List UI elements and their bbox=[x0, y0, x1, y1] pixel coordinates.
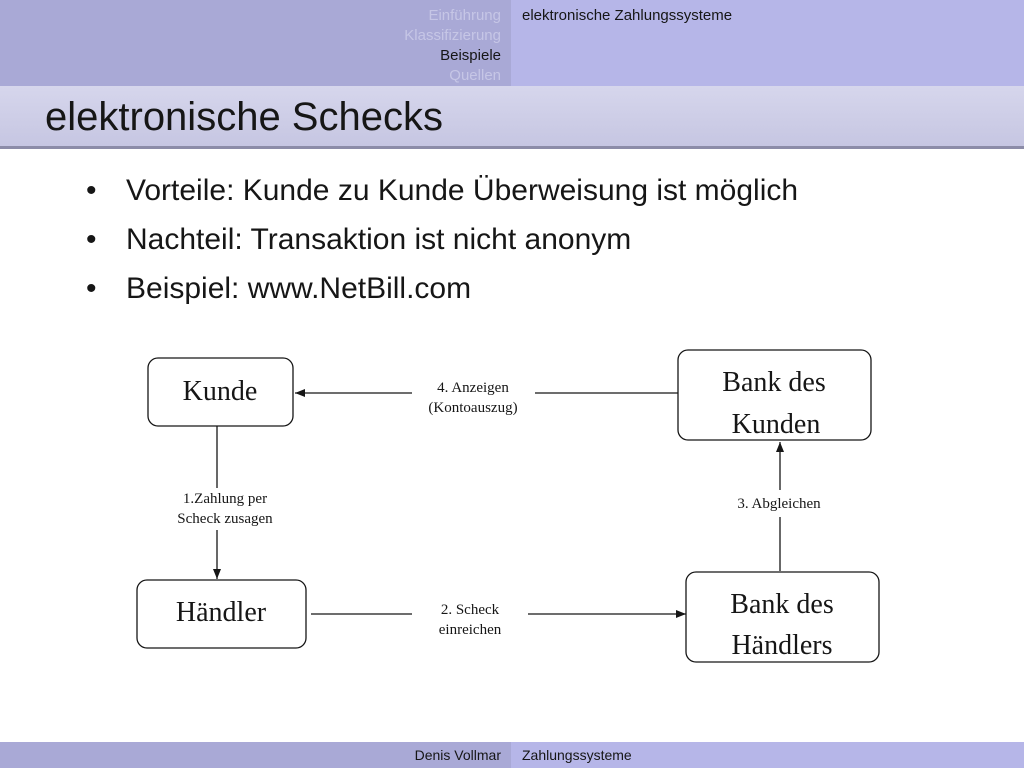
edge-label-anzeigen-line2: (Kontoauszug) bbox=[428, 400, 517, 416]
edge-zahlung: 1.Zahlung per Scheck zusagen bbox=[177, 426, 273, 579]
edge-label-scheck-line2: einreichen bbox=[439, 622, 502, 638]
bullet-item: •Beispiel: www.NetBill.com bbox=[86, 264, 798, 313]
footer-topic: Zahlungssysteme bbox=[522, 747, 632, 763]
edge-label-zahlung-line1: 1.Zahlung per bbox=[183, 491, 267, 507]
header-section: elektronische Zahlungssysteme bbox=[511, 0, 1024, 86]
bullet-text: Vorteile: Kunde zu Kunde Überweisung ist… bbox=[126, 174, 799, 207]
nav-item-einfuehrung[interactable]: Einführung bbox=[428, 7, 501, 24]
node-kunde: Kunde bbox=[147, 357, 294, 427]
edge-scheck: 2. Scheck einreichen bbox=[311, 602, 686, 638]
edge-label-zahlung-line2: Scheck zusagen bbox=[177, 511, 273, 527]
node-haendler-label: Händler bbox=[176, 597, 267, 628]
node-bank-des-haendlers: Bank des Händlers bbox=[685, 571, 880, 663]
edge-label-anzeigen-line1: 4. Anzeigen bbox=[437, 380, 509, 396]
node-bank-des-kunden: Bank des Kunden bbox=[677, 349, 872, 441]
title-bar: elektronische Schecks bbox=[0, 86, 1024, 149]
section-nav: Einführung Klassifizierung Beispiele Que… bbox=[404, 6, 501, 86]
bullet-item: •Nachteil: Transaktion ist nicht anonym bbox=[86, 215, 798, 264]
edge-anzeigen: 4. Anzeigen (Kontoauszug) bbox=[295, 380, 678, 416]
node-kunde-label: Kunde bbox=[183, 376, 258, 407]
edge-abgleichen: 3. Abgleichen bbox=[737, 442, 821, 571]
slide-title: elektronische Schecks bbox=[45, 95, 443, 139]
node-bank-des-haendlers-line1: Bank des bbox=[730, 589, 833, 620]
bullet-list: •Vorteile: Kunde zu Kunde Überweisung is… bbox=[86, 166, 798, 313]
footer-author: Denis Vollmar bbox=[414, 747, 501, 763]
footer-author-bar: Denis Vollmar bbox=[0, 742, 511, 768]
bullet-text: Beispiel: www.NetBill.com bbox=[126, 272, 472, 305]
header-navigation: Einführung Klassifizierung Beispiele Que… bbox=[0, 0, 511, 86]
footer-topic-bar: Zahlungssysteme bbox=[511, 742, 1024, 768]
edge-label-scheck-line1: 2. Scheck bbox=[441, 602, 500, 618]
node-bank-des-haendlers-line2: Händlers bbox=[731, 630, 832, 661]
node-bank-des-kunden-line2: Kunden bbox=[732, 409, 821, 440]
nav-item-quellen[interactable]: Quellen bbox=[449, 67, 501, 84]
nav-item-beispiele[interactable]: Beispiele bbox=[440, 47, 501, 64]
nav-item-klassifizierung[interactable]: Klassifizierung bbox=[404, 27, 501, 44]
bullet-item: •Vorteile: Kunde zu Kunde Überweisung is… bbox=[86, 166, 798, 215]
bullet-text: Nachteil: Transaktion ist nicht anonym bbox=[126, 223, 632, 256]
section-title: elektronische Zahlungssysteme bbox=[522, 7, 733, 24]
edge-label-abgleichen: 3. Abgleichen bbox=[737, 496, 821, 512]
node-haendler: Händler bbox=[136, 579, 307, 649]
node-bank-des-kunden-line1: Bank des bbox=[722, 367, 825, 398]
